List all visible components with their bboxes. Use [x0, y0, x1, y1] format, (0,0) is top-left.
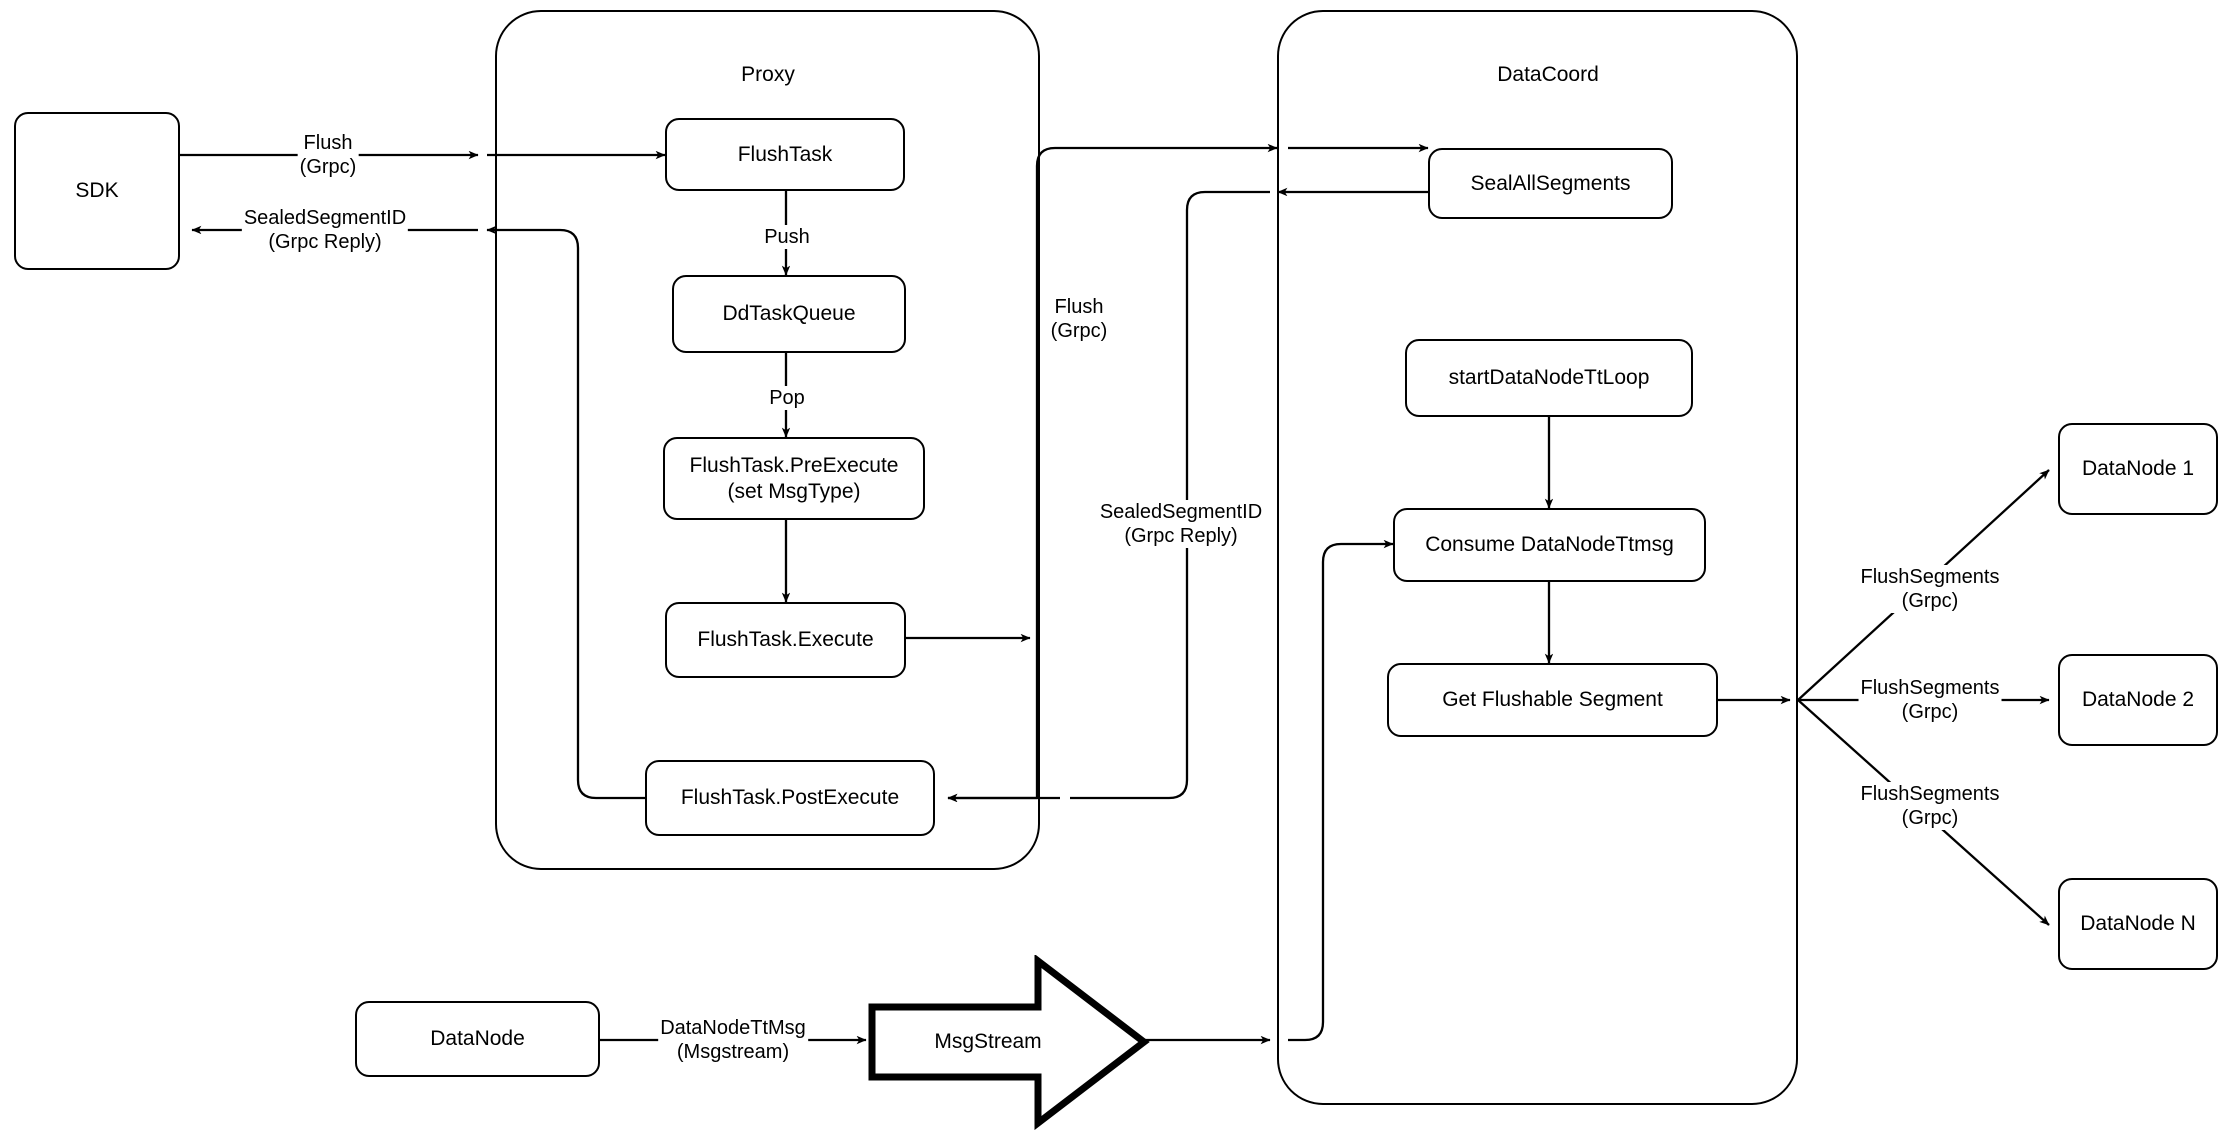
node-dd-task-queue[interactable]: DdTaskQueue [672, 275, 906, 353]
node-consume-datanode-ttmsg[interactable]: Consume DataNodeTtmsg [1393, 508, 1706, 582]
wire-sealedid-down [1185, 190, 1270, 780]
edge-label-pop: Pop [767, 386, 807, 410]
container-proxy-title: Proxy [741, 63, 795, 86]
edge-label-datacoord-to-proxy: SealedSegmentID (Grpc Reply) [1097, 500, 1265, 548]
wire-flush-grpc-riser [1035, 146, 1270, 638]
edge-label-flush-segments-n: FlushSegments (Grpc) [1858, 782, 2002, 830]
edge-label-sdk-to-proxy: Flush (Grpc) [297, 131, 359, 179]
node-start-datanode-ttloop[interactable]: startDataNodeTtLoop [1405, 339, 1693, 417]
edge-label-datanode-to-msgstream: DataNodeTtMsg (Msgstream) [658, 1016, 808, 1064]
container-datacoord-title: DataCoord [1497, 63, 1599, 86]
edge-label-proxy-to-sdk: SealedSegmentID (Grpc Reply) [241, 206, 409, 254]
node-datanode-n[interactable]: DataNode N [2058, 878, 2218, 970]
node-datanode-2[interactable]: DataNode 2 [2058, 654, 2218, 746]
node-get-flushable-segment[interactable]: Get Flushable Segment [1387, 663, 1718, 737]
msgstream-label: MsgStream [934, 1030, 1042, 1053]
node-msgstream[interactable]: MsgStream [866, 955, 1150, 1130]
node-flush-task[interactable]: FlushTask [665, 118, 905, 191]
node-datanode-source[interactable]: DataNode [355, 1001, 600, 1077]
node-datanode-1[interactable]: DataNode 1 [2058, 423, 2218, 515]
node-sdk[interactable]: SDK [14, 112, 180, 270]
node-flush-task-postexecute[interactable]: FlushTask.PostExecute [645, 760, 935, 836]
edge-label-proxy-to-datacoord: Flush (Grpc) [1048, 295, 1110, 343]
edge-label-push: Push [762, 225, 812, 249]
node-flush-task-execute[interactable]: FlushTask.Execute [665, 602, 906, 678]
wire-sealedid-left [1070, 779, 1189, 800]
edge-label-flush-segments-1: FlushSegments (Grpc) [1858, 565, 2002, 613]
node-flush-task-preexecute[interactable]: FlushTask.PreExecute (set MsgType) [663, 437, 925, 520]
container-proxy [495, 10, 1040, 870]
container-datacoord [1277, 10, 1798, 1105]
node-seal-all-segments[interactable]: SealAllSegments [1428, 148, 1673, 219]
msgstream-arrow-icon [868, 955, 1150, 1130]
edge-label-flush-segments-2: FlushSegments (Grpc) [1858, 676, 2002, 724]
